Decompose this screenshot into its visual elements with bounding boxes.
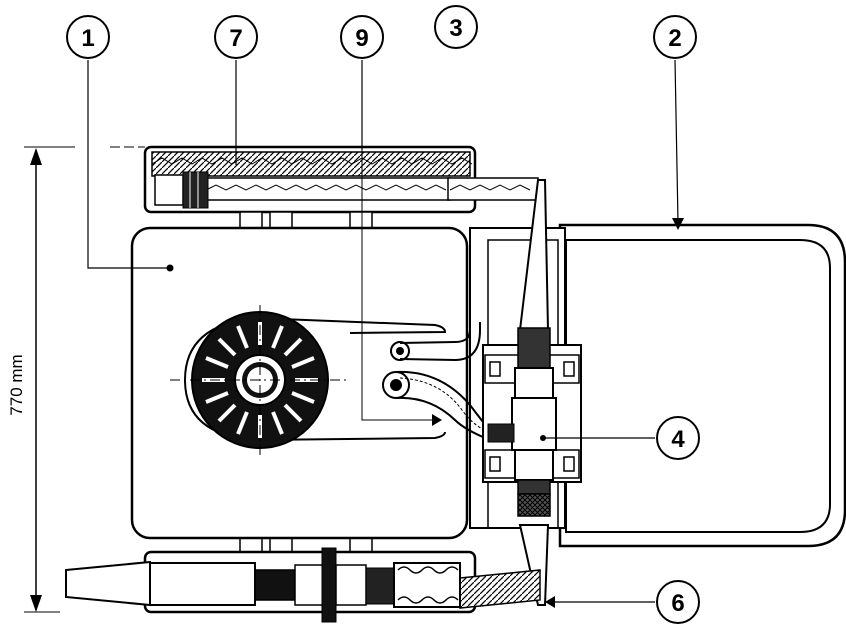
svg-text:4: 4 bbox=[671, 426, 685, 453]
svg-text:1: 1 bbox=[81, 25, 94, 52]
svg-text:2: 2 bbox=[668, 25, 681, 52]
top-hose-box bbox=[143, 145, 539, 214]
callout-2: 2 bbox=[653, 15, 697, 59]
valve-assembly bbox=[482, 179, 582, 606]
callout-9: 9 bbox=[340, 15, 384, 59]
svg-text:3: 3 bbox=[449, 15, 462, 42]
callout-6: 6 bbox=[656, 580, 700, 624]
leader-lines bbox=[87, 59, 679, 603]
callout-4: 4 bbox=[656, 416, 700, 460]
callout-1: 1 bbox=[66, 15, 110, 59]
svg-text:6: 6 bbox=[671, 590, 684, 617]
svg-text:9: 9 bbox=[355, 25, 368, 52]
bottom-hose-box bbox=[65, 547, 541, 623]
dimension-label: 770 mm bbox=[7, 354, 26, 415]
dimension-770mm: 770 mm bbox=[7, 146, 145, 613]
svg-text:7: 7 bbox=[229, 25, 242, 52]
callout-3: 3 bbox=[434, 5, 478, 49]
callout-7: 7 bbox=[214, 15, 258, 59]
pump-housing bbox=[130, 150, 493, 540]
